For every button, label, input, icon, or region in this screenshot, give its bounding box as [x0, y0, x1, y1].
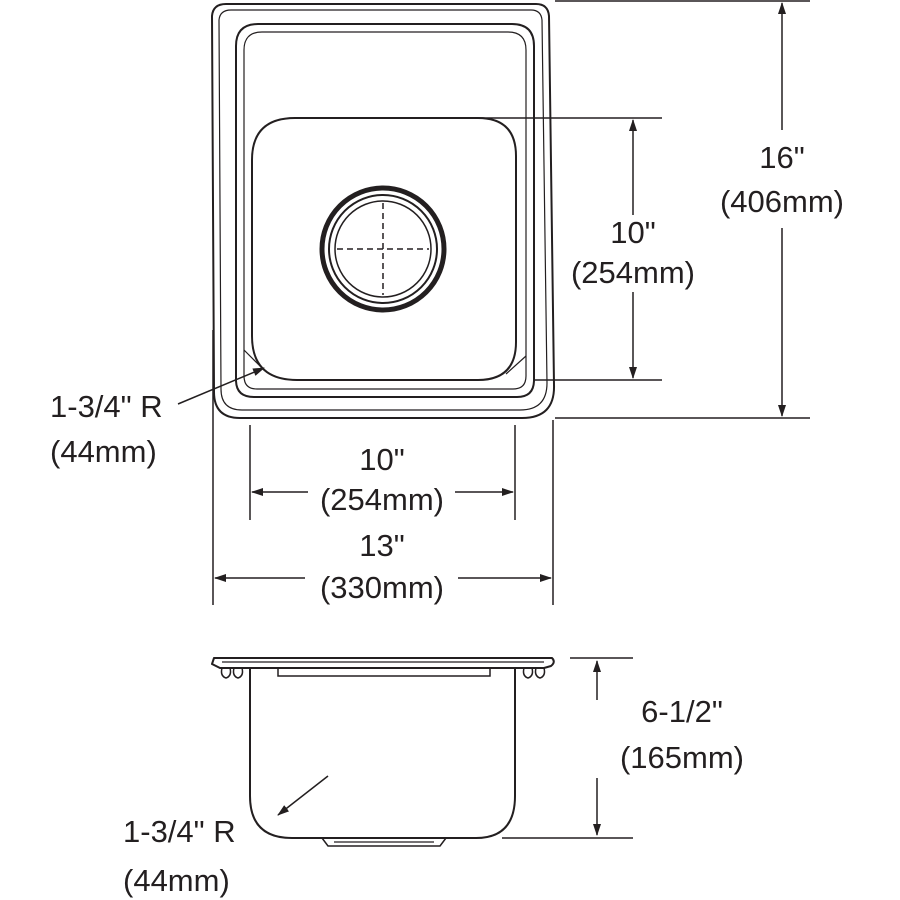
leader-arrow	[177, 367, 265, 405]
top-corner-radius-inch: 1-3/4" R	[50, 389, 163, 424]
rim-clip	[220, 667, 232, 679]
top-view: 10" (254mm) 16" (406mm) 10" (254mm) 13" …	[50, 0, 844, 605]
overall-width-inch: 13"	[359, 528, 405, 563]
overall-width-mm: (330mm)	[320, 570, 444, 605]
bowl-corner-line	[505, 355, 527, 375]
rim-clip	[232, 667, 244, 679]
bowl-width-inch: 10"	[359, 442, 405, 477]
depth-inch: 6-1/2"	[641, 694, 723, 729]
bowl-corner-line	[243, 349, 265, 371]
drain-basket	[334, 200, 432, 298]
drain-ring	[328, 194, 438, 304]
side-drain-outlet	[321, 837, 447, 847]
bowl-floor	[251, 117, 517, 381]
top-corner-radius-mm: (44mm)	[50, 434, 157, 469]
side-rim-flange	[211, 657, 555, 669]
bowl-length-inch: 10"	[610, 215, 656, 250]
side-view: 6-1/2" (165mm) 1-3/4" R (44mm)	[123, 657, 744, 898]
side-corner-radius-mm: (44mm)	[123, 863, 230, 898]
sink-outer-rim	[211, 3, 556, 419]
side-ledge	[277, 668, 491, 677]
overall-length-inch: 16"	[759, 140, 805, 175]
overall-length-mm: (406mm)	[720, 184, 844, 219]
drain-outer-ring	[319, 185, 447, 313]
bowl-width-mm: (254mm)	[320, 482, 444, 517]
depth-mm: (165mm)	[620, 740, 744, 775]
sink-ledge-inner	[243, 31, 527, 390]
bowl-length-mm: (254mm)	[571, 255, 695, 290]
side-corner-radius-inch: 1-3/4" R	[123, 814, 236, 849]
rim-clip	[534, 667, 546, 679]
side-bowl-body	[249, 667, 516, 839]
sink-rim-edge	[218, 9, 548, 411]
rim-clip	[522, 667, 534, 679]
leader-arrow	[277, 775, 329, 816]
sink-ledge	[235, 23, 535, 398]
